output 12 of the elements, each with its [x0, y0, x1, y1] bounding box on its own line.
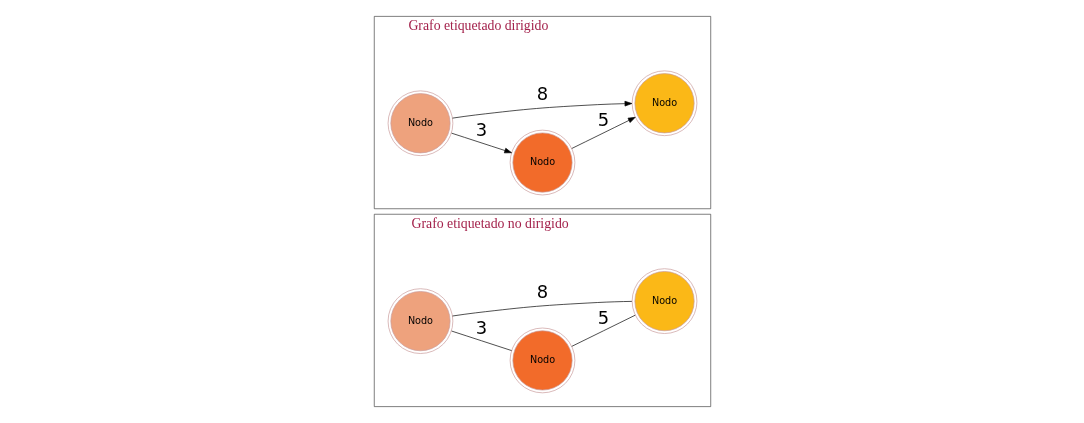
connector [570, 314, 636, 347]
arrow [450, 132, 512, 154]
edge-label: 5 [597, 306, 609, 328]
edge-label: 3 [475, 317, 487, 339]
arrow [570, 116, 636, 149]
edge-label: 5 [597, 108, 609, 130]
connector [450, 330, 512, 351]
edge-label: 3 [475, 119, 487, 141]
arrow [451, 100, 632, 119]
edge-label: 8 [536, 281, 548, 303]
edge-label: 8 [536, 83, 548, 105]
connector [451, 301, 632, 317]
